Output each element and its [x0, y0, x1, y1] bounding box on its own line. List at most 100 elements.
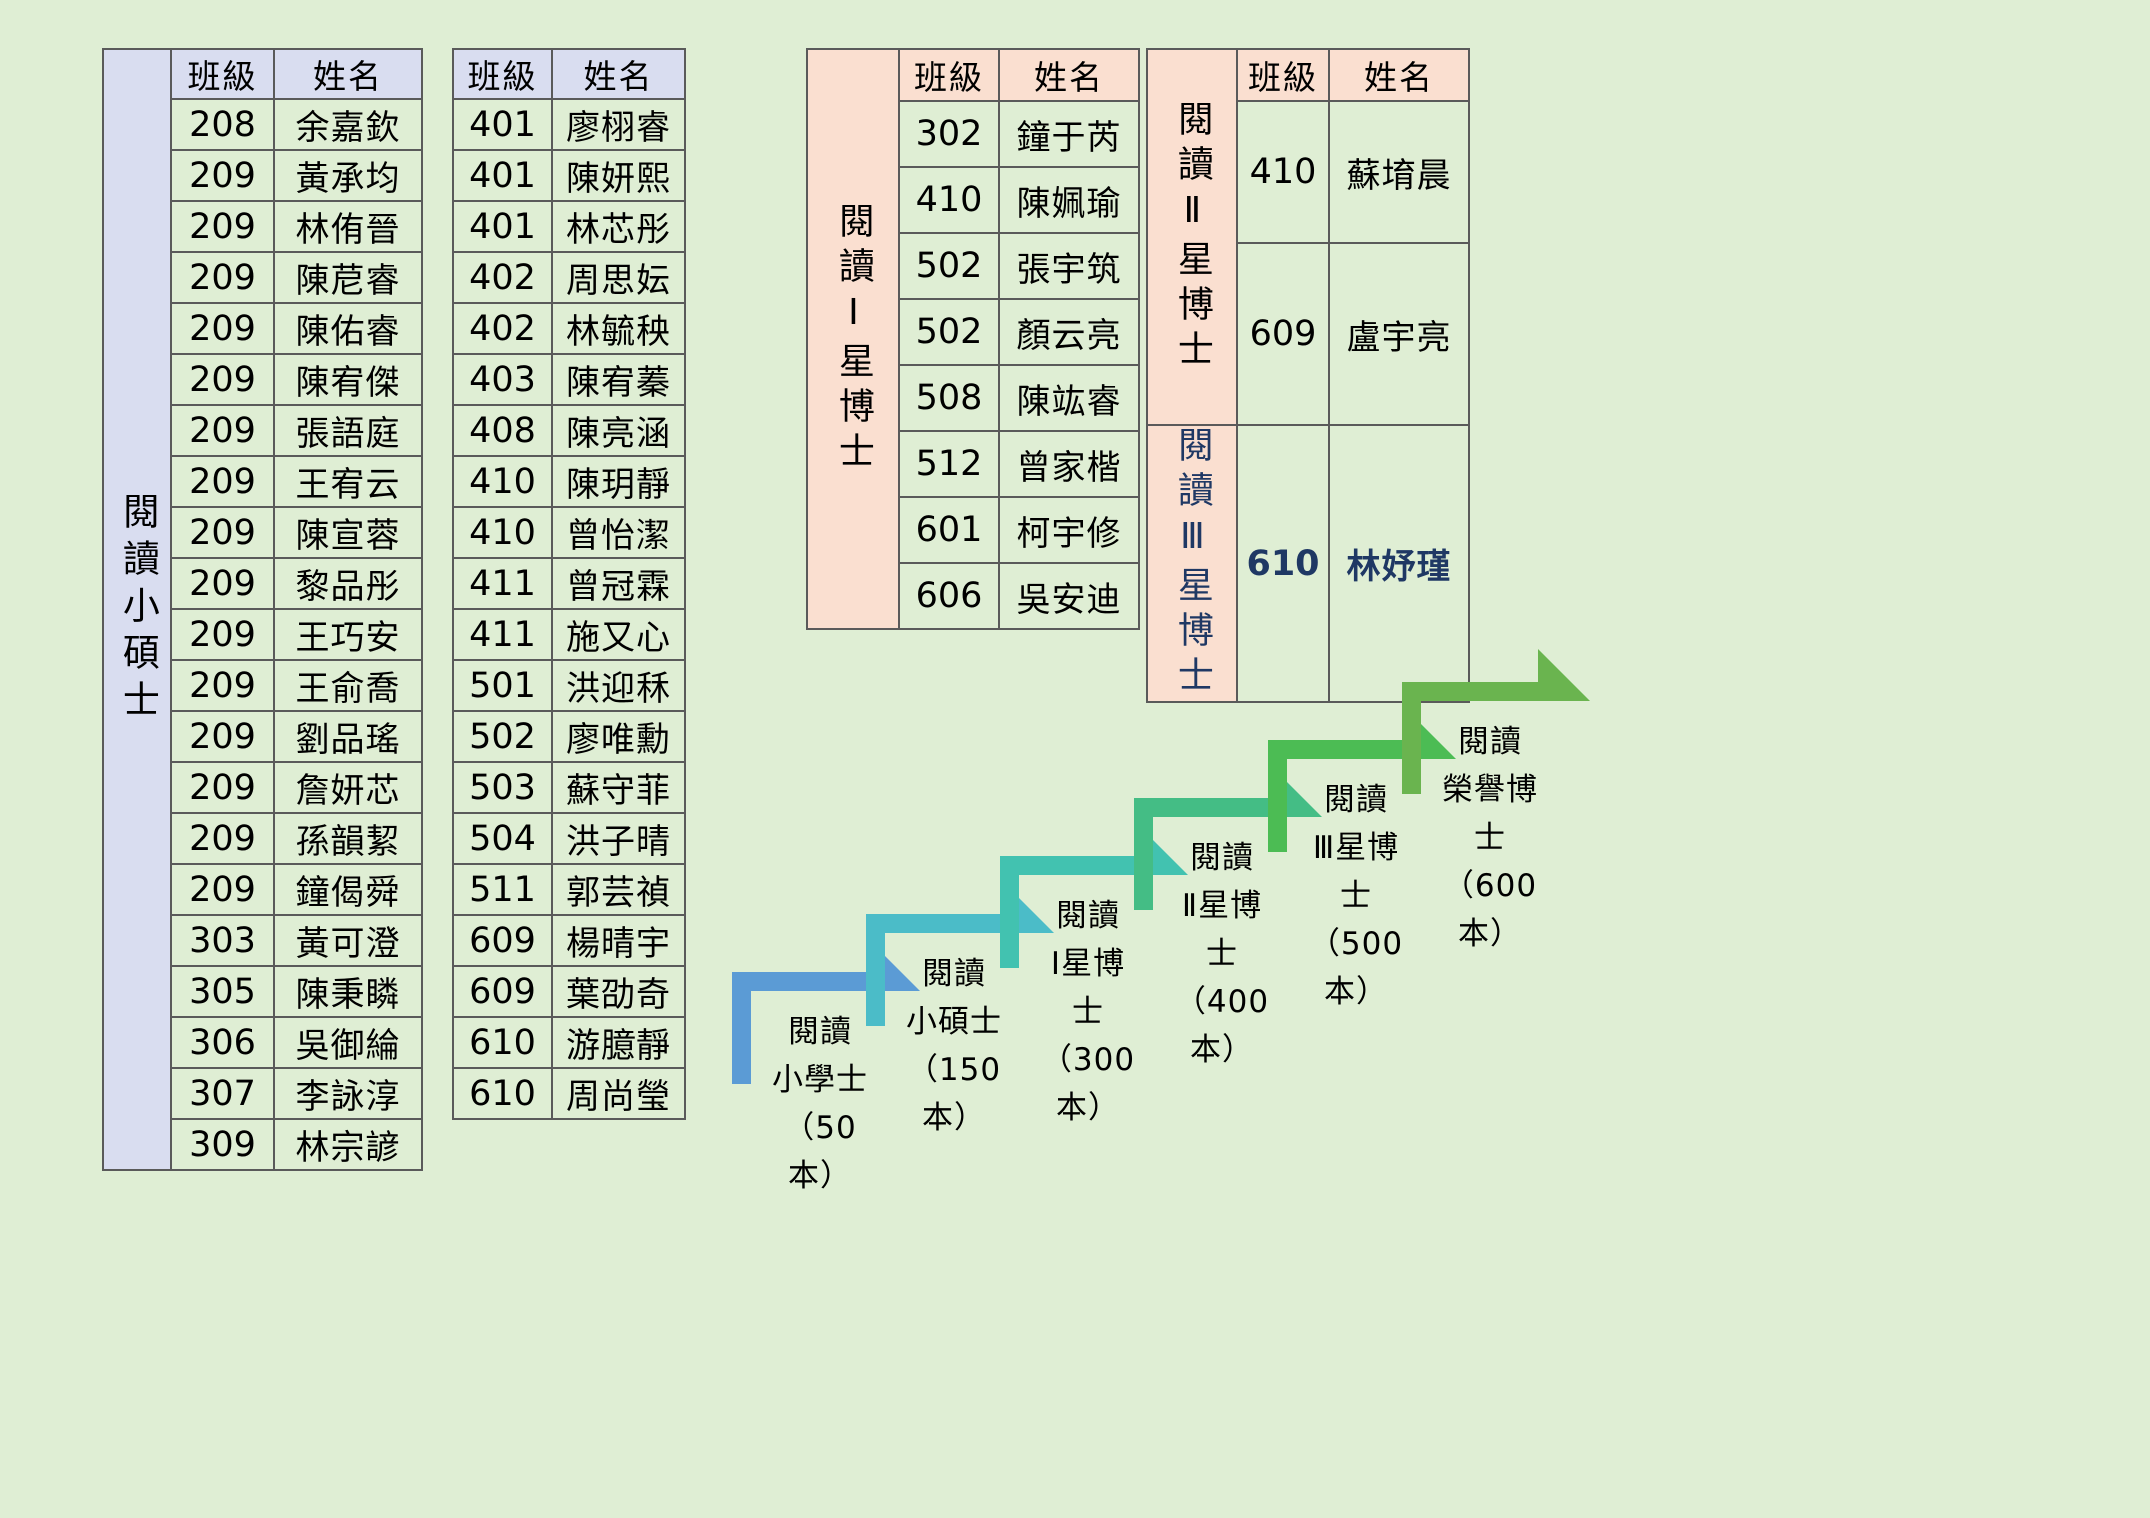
cell-class: 401 — [452, 98, 553, 151]
cell-name: 王巧安 — [273, 608, 423, 661]
table-row: 班級姓名 — [452, 48, 686, 100]
side-label-star2-doctor: 閱讀Ⅱ星博士 — [1146, 48, 1238, 426]
cell-name: 林芯彤 — [551, 200, 686, 253]
cell-name: 鐘偈舜 — [273, 863, 423, 916]
cell-class: 306 — [170, 1016, 275, 1069]
cell-class: 411 — [452, 557, 553, 610]
cell-class: 402 — [452, 251, 553, 304]
cell-name: 洪子晴 — [551, 812, 686, 865]
cell-name: 蘇守菲 — [551, 761, 686, 814]
column-header-name: 姓名 — [998, 48, 1140, 102]
step-label-subtitle: Ⅱ星博士 — [1181, 888, 1263, 973]
cell-class: 209 — [170, 557, 275, 610]
cell-name: 洪迎秝 — [551, 659, 686, 712]
cell-class: 511 — [452, 863, 553, 916]
cell-class: 609 — [1236, 242, 1330, 426]
step-label-count: （400本） — [1174, 984, 1270, 1069]
cell-name: 周思妘 — [551, 251, 686, 304]
cell-name: 葉劭奇 — [551, 965, 686, 1018]
cell-name: 陳宣蓉 — [273, 506, 423, 559]
step-label-count: （50本） — [783, 1110, 857, 1195]
cell-name: 黃可澄 — [273, 914, 423, 967]
cell-class: 209 — [170, 659, 275, 712]
column-header-class: 班級 — [170, 48, 275, 100]
step-label: 閱讀小碩士（150本） — [902, 950, 1006, 1142]
cell-class: 508 — [898, 364, 1000, 432]
column-header-name: 姓名 — [273, 48, 423, 100]
cell-class: 401 — [452, 200, 553, 253]
cell-class: 209 — [170, 761, 275, 814]
step-label-title: 閱讀 — [922, 956, 986, 992]
cell-name: 吳御綸 — [273, 1016, 423, 1069]
table-row: 閱讀小碩士班級姓名 — [102, 48, 423, 1171]
step-tread — [1134, 798, 1272, 817]
cell-name: 林侑晉 — [273, 200, 423, 253]
cell-name: 陳亮涵 — [551, 404, 686, 457]
column-header-name: 姓名 — [551, 48, 686, 100]
cell-name: 王俞喬 — [273, 659, 423, 712]
cell-class: 209 — [170, 149, 275, 202]
cell-class: 502 — [452, 710, 553, 763]
cell-name: 楊晴宇 — [551, 914, 686, 967]
step-label-subtitle: 榮譽博士 — [1442, 772, 1538, 857]
step-riser — [1000, 856, 1019, 968]
cell-class: 502 — [898, 298, 1000, 366]
cell-class: 303 — [170, 914, 275, 967]
step-label-title: 閱讀 — [1324, 782, 1388, 818]
step-arrow-icon — [1538, 649, 1590, 701]
cell-name: 施又心 — [551, 608, 686, 661]
step-label-count: （500本） — [1308, 926, 1404, 1011]
cell-name: 顏云亮 — [998, 298, 1140, 366]
cell-class: 209 — [170, 302, 275, 355]
column-header-class: 班級 — [452, 48, 553, 100]
cell-class: 309 — [170, 1118, 275, 1171]
cell-name: 游臆靜 — [551, 1016, 686, 1069]
cell-name: 王宥云 — [273, 455, 423, 508]
cell-class: 209 — [170, 200, 275, 253]
cell-name: 孫韻絜 — [273, 812, 423, 865]
step-tread — [1402, 682, 1540, 701]
cell-name: 陳宥傑 — [273, 353, 423, 406]
cell-name: 張語庭 — [273, 404, 423, 457]
cell-name: 李詠淳 — [273, 1067, 423, 1120]
cell-name: 曾冠霖 — [551, 557, 686, 610]
step-tread — [866, 914, 1004, 933]
cell-class: 610 — [452, 1016, 553, 1069]
cell-class: 410 — [452, 455, 553, 508]
table-row: 閱讀Ⅰ星博士班級姓名 — [806, 48, 1140, 630]
step-label-title: 閱讀 — [1458, 724, 1522, 760]
step-label-subtitle: Ⅰ星博士 — [1050, 946, 1126, 1031]
cell-name: 陳秉瞵 — [273, 965, 423, 1018]
cell-name: 劉品瑤 — [273, 710, 423, 763]
cell-class: 610 — [452, 1067, 553, 1120]
column-header-class: 班級 — [898, 48, 1000, 102]
cell-name: 林毓秧 — [551, 302, 686, 355]
cell-name: 廖栩睿 — [551, 98, 686, 151]
